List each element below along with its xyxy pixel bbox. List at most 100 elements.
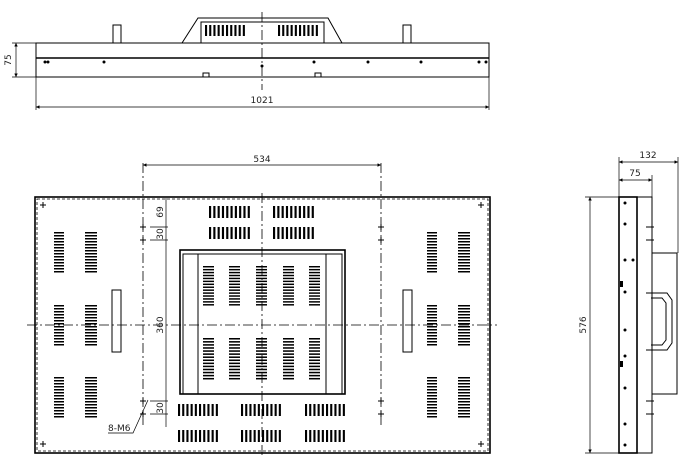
side-hole: [631, 258, 635, 262]
vent-slot-group: [85, 377, 97, 418]
vent-slot: [85, 326, 97, 328]
vent-slot: [54, 335, 64, 337]
vent-slot: [190, 404, 193, 416]
vent-slot: [278, 430, 281, 442]
vent-slot: [458, 238, 470, 240]
vent-slot: [458, 332, 470, 334]
vent-slot: [309, 268, 320, 271]
vent-slot: [283, 356, 294, 358]
vent-slot: [283, 271, 294, 274]
vent-slot: [221, 25, 224, 36]
vent-slot-group: [458, 377, 470, 418]
vent-slot: [313, 404, 316, 416]
vent-slot: [283, 292, 294, 294]
side-tab: [620, 281, 623, 287]
vent-slot: [85, 311, 97, 313]
vent-slot: [458, 401, 470, 403]
vent-slot: [253, 404, 256, 416]
vent-slot: [305, 404, 308, 416]
vent-slot: [427, 332, 437, 334]
vent-slot: [194, 404, 197, 416]
vent-slot: [309, 430, 312, 442]
vent-slot-group: [305, 430, 345, 442]
vent-slot: [309, 377, 320, 380]
vent-slot: [458, 317, 470, 319]
vent-slot: [262, 430, 265, 442]
top-post-right: [402, 24, 412, 44]
vent-slot: [256, 292, 267, 294]
vent-slot: [309, 338, 320, 340]
vent-slot: [257, 430, 260, 442]
vent-slot: [85, 250, 97, 252]
vent-slot-group: [427, 305, 437, 346]
vent-slot-group: [178, 404, 218, 416]
vent-slot: [338, 404, 341, 416]
vent-slot: [427, 259, 437, 261]
vent-slot: [229, 298, 240, 300]
vent-slot: [285, 227, 289, 239]
vent-slot: [427, 404, 437, 406]
side-handle: [646, 292, 673, 351]
vent-slot: [427, 308, 437, 310]
top-body: [35, 42, 490, 78]
vent-slot: [186, 430, 189, 442]
vent-slot: [85, 238, 97, 240]
vent-slot: [427, 389, 437, 391]
vent-slot: [298, 227, 301, 239]
vent-slot: [458, 398, 470, 400]
vent-slot: [217, 206, 220, 218]
vent-slot-group: [256, 338, 267, 380]
vent-slot: [307, 206, 310, 218]
vent-slot: [427, 323, 437, 325]
vent-slot: [427, 395, 437, 397]
vent-slot: [54, 311, 64, 313]
side-hole: [623, 290, 627, 294]
vent-slot: [427, 401, 437, 403]
vent-slot: [54, 256, 64, 258]
vent-slot: [309, 347, 320, 349]
vent-slot: [85, 320, 97, 322]
vent-slot: [278, 25, 281, 36]
vent-slot-group: [205, 25, 245, 36]
vent-slot: [203, 274, 214, 277]
body-depth-label: 75: [629, 169, 640, 179]
vent-slot: [85, 271, 97, 273]
vent-slot: [247, 227, 250, 239]
vent-slot: [54, 232, 64, 234]
vent-slot: [427, 247, 437, 249]
vent-slot: [298, 206, 301, 218]
mounting-hole: [484, 60, 488, 64]
vent-slot-group: [241, 430, 281, 442]
vent-slot: [309, 356, 320, 358]
side-hole: [623, 201, 627, 205]
vent-slot: [229, 286, 240, 288]
vent-slot: [256, 298, 267, 300]
crosshair-mark: [478, 202, 484, 208]
vent-slot: [229, 341, 240, 343]
vent-slot: [427, 265, 437, 267]
vent-slot: [203, 289, 214, 291]
vent-slot: [209, 227, 212, 239]
vent-slot: [203, 350, 214, 352]
vent-slot: [458, 262, 470, 264]
vent-slot: [427, 250, 437, 252]
vent-slot: [427, 335, 437, 337]
mounting-hole: [46, 60, 50, 64]
vent-slot: [256, 286, 267, 288]
vent-slot: [427, 386, 437, 388]
vent-slot: [211, 430, 214, 442]
vent-slot: [458, 323, 470, 325]
vent-slot: [229, 271, 240, 274]
mounting-hole: [477, 60, 481, 64]
vent-slot: [427, 262, 437, 264]
vent-slot: [321, 430, 324, 442]
vent-slot: [221, 206, 225, 218]
vent-slot: [85, 308, 97, 310]
vent-slot: [203, 368, 214, 371]
vent-slot-group: [273, 227, 314, 239]
vent-slot: [427, 241, 437, 243]
handle-left: [111, 289, 122, 353]
vent-slot: [229, 277, 240, 280]
vent-slot: [85, 416, 97, 418]
side-hole: [623, 386, 627, 390]
